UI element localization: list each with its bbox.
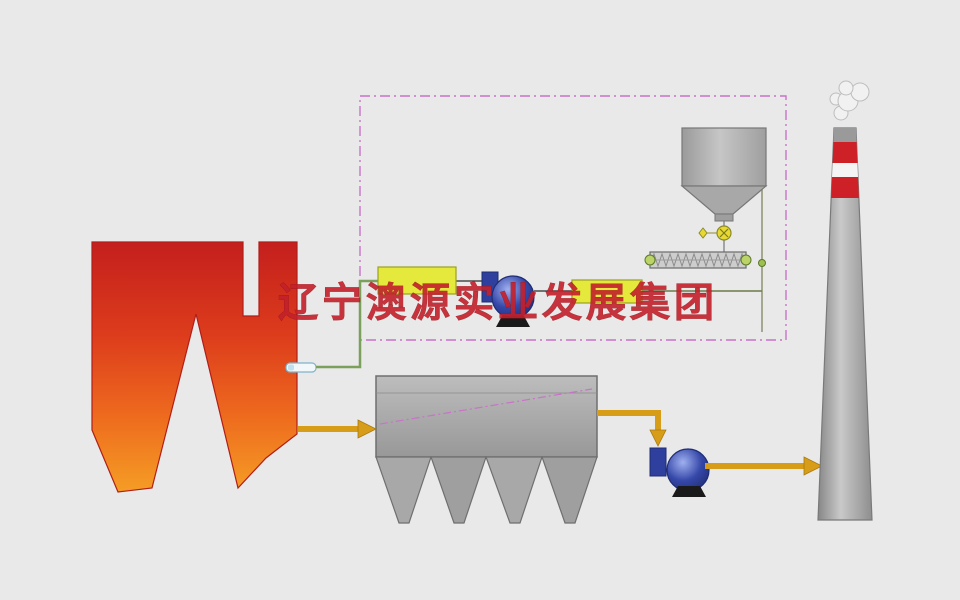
- duct-line: [597, 410, 661, 432]
- conveyor-outlet-dot-icon: [758, 259, 766, 267]
- duct-arrow-icon: [357, 419, 377, 439]
- collector-hopper: [430, 456, 487, 524]
- collector-hopper: [375, 456, 432, 524]
- collector-level-dashed-line: [379, 388, 593, 425]
- collector-hopper: [541, 456, 598, 524]
- screw-conveyor: [644, 251, 766, 269]
- fan-impeller-icon: [666, 448, 710, 492]
- boiler: [91, 241, 298, 493]
- conveyor-screw-hatch: [649, 252, 747, 268]
- watermark-text: 辽宁澳源实业发展集团: [278, 280, 718, 326]
- valve-x-line: [719, 228, 729, 238]
- duct-collector-to-fan: [597, 410, 667, 447]
- collector-housing: [375, 375, 598, 458]
- duct-arrow-icon: [649, 429, 667, 447]
- duct-arrow-icon: [803, 456, 823, 476]
- fan-inlet: [649, 447, 667, 477]
- collector-hopper: [485, 456, 543, 524]
- nozzle-cap: [288, 364, 294, 371]
- fan-base: [672, 486, 706, 497]
- storage-silo: [680, 127, 768, 226]
- duct-fan-to-chimney: [705, 456, 823, 476]
- boiler-body: [91, 241, 298, 493]
- conveyor-end-right-icon: [740, 254, 752, 266]
- fan-base: [496, 316, 530, 327]
- rotary-valve: [698, 225, 732, 252]
- duct-boiler-to-collector: [298, 419, 377, 439]
- conveyor-end-left-icon: [644, 254, 656, 266]
- silo-body: [681, 127, 767, 187]
- injection-system-boundary-box: [359, 95, 787, 341]
- smoke-puff: [850, 82, 870, 102]
- smoke-puff: [838, 80, 854, 96]
- boiler-nozzle: [285, 362, 317, 373]
- smoke-plume-icon: [829, 80, 870, 121]
- sorbent-pipe: [316, 279, 378, 369]
- heater-box-left: [377, 266, 457, 295]
- induced-draft-fan: [649, 447, 710, 497]
- dust-collector: [375, 375, 598, 524]
- silo-neck: [714, 213, 734, 222]
- heater-box-right: [571, 279, 643, 304]
- blower-fan: [481, 271, 535, 327]
